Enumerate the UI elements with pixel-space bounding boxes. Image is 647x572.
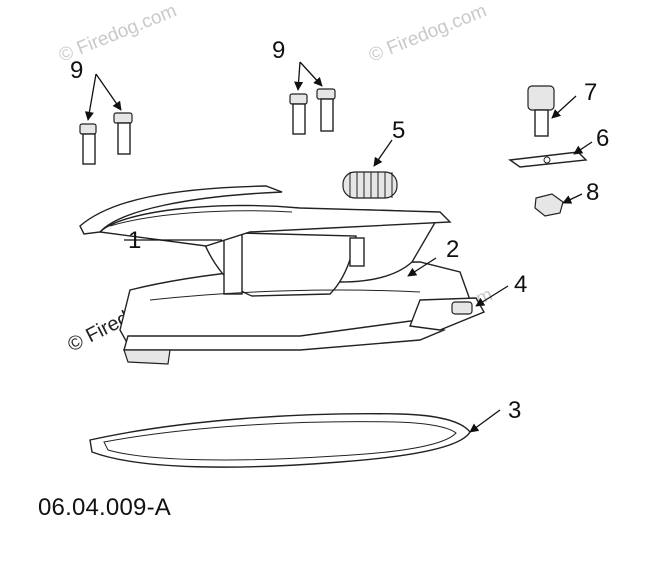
callout-2: 2: [446, 236, 459, 263]
callout-6: 6: [596, 125, 609, 152]
diagram-code: 06.04.009-A: [38, 494, 171, 521]
callout-8: 8: [586, 179, 599, 206]
callout-7: 7: [584, 79, 597, 106]
bolt-9-left-b: [113, 112, 133, 155]
plate-6: [508, 151, 588, 168]
callout-3: 3: [508, 397, 521, 424]
watermark-top-right: © Firedog.com: [366, 0, 490, 66]
nut-8: [534, 193, 564, 217]
screw-7: [527, 85, 555, 137]
callout-9-left: 9: [70, 57, 83, 84]
gasket-3: [89, 413, 471, 468]
bolt-9-right-a: [289, 93, 308, 135]
callout-4: 4: [514, 271, 527, 298]
bolt-9-left-a: [79, 123, 97, 165]
callout-1: 1: [128, 227, 141, 254]
callout-5: 5: [392, 117, 405, 144]
bolt-9-right-b: [316, 88, 336, 132]
flange-4: [409, 297, 486, 331]
spring-5: [342, 171, 398, 199]
callout-9-right: 9: [272, 37, 285, 64]
rail-1: [79, 185, 452, 247]
